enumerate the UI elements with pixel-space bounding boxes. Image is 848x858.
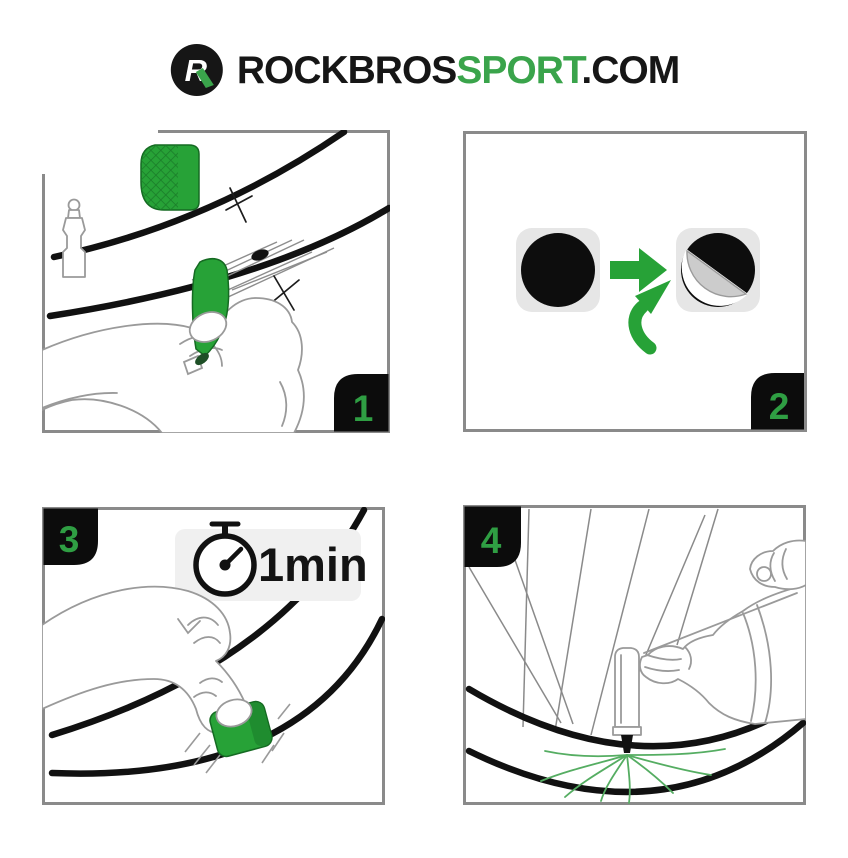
step-4-panel: 4 xyxy=(463,505,806,805)
step-1-badge xyxy=(334,374,389,432)
brand-wordmark: ROCKBROSSPORT.COM xyxy=(236,48,680,92)
step-1-panel: 1 xyxy=(42,130,390,433)
sealant-spray-lines xyxy=(540,748,726,804)
brand-highlight-text: SPORT xyxy=(456,48,582,92)
arm-detail-lines xyxy=(644,604,773,724)
tube-inner-curve xyxy=(46,204,390,320)
thumb-nail xyxy=(215,698,253,728)
panel-frame xyxy=(463,131,807,432)
hand-illustration xyxy=(42,297,305,433)
hand-detail-lines xyxy=(177,616,223,698)
logo-slash xyxy=(195,68,214,88)
timer-label: 1min xyxy=(258,538,368,591)
brand-logo: R ROCKBROSSPORT.COM xyxy=(169,42,680,98)
valve-icon xyxy=(62,198,86,278)
step-number: 3 xyxy=(59,519,80,560)
sparkle-marks xyxy=(225,187,300,311)
rim-inner-curve xyxy=(465,719,806,796)
step-3-badge xyxy=(43,508,98,565)
step-4-illustration: 4 xyxy=(463,505,806,805)
stopwatch-icon xyxy=(193,521,257,597)
press-motion-lines xyxy=(184,703,291,774)
step-1-illustration: 1 xyxy=(42,130,390,433)
step-2-badge xyxy=(751,373,804,430)
patch-icon xyxy=(140,144,200,211)
arm-illustration xyxy=(639,584,806,725)
upper-hand-detail-lines xyxy=(756,548,788,582)
step-4-badge xyxy=(464,506,521,567)
tube-outer-curve xyxy=(50,130,348,261)
peel-curved-arrow-icon xyxy=(628,280,671,355)
step-3-panel: 1min 3 xyxy=(42,507,385,805)
scraper-tip xyxy=(195,352,209,366)
step-2-panel: 2 xyxy=(463,131,807,432)
puncture-mark xyxy=(251,249,269,261)
thumb-nail xyxy=(188,311,228,343)
step-number: 2 xyxy=(769,386,790,427)
upper-hand-illustration xyxy=(749,539,806,591)
step-number: 1 xyxy=(353,388,374,429)
pump-rod-line xyxy=(643,592,798,654)
step-2-illustration: 2 xyxy=(463,131,807,432)
step-number: 4 xyxy=(481,520,502,561)
step-3-illustration: 1min 3 xyxy=(42,507,385,805)
brand-tld-text: .COM xyxy=(581,48,680,92)
arrow-right-icon xyxy=(610,248,667,292)
rockbros-logo-icon: R xyxy=(170,44,223,96)
patch-peeled-icon xyxy=(676,228,760,312)
brand-primary-text: ROCKBROS xyxy=(236,48,458,92)
inflator-valve-icon xyxy=(612,647,642,753)
patch-round-icon xyxy=(516,228,600,312)
